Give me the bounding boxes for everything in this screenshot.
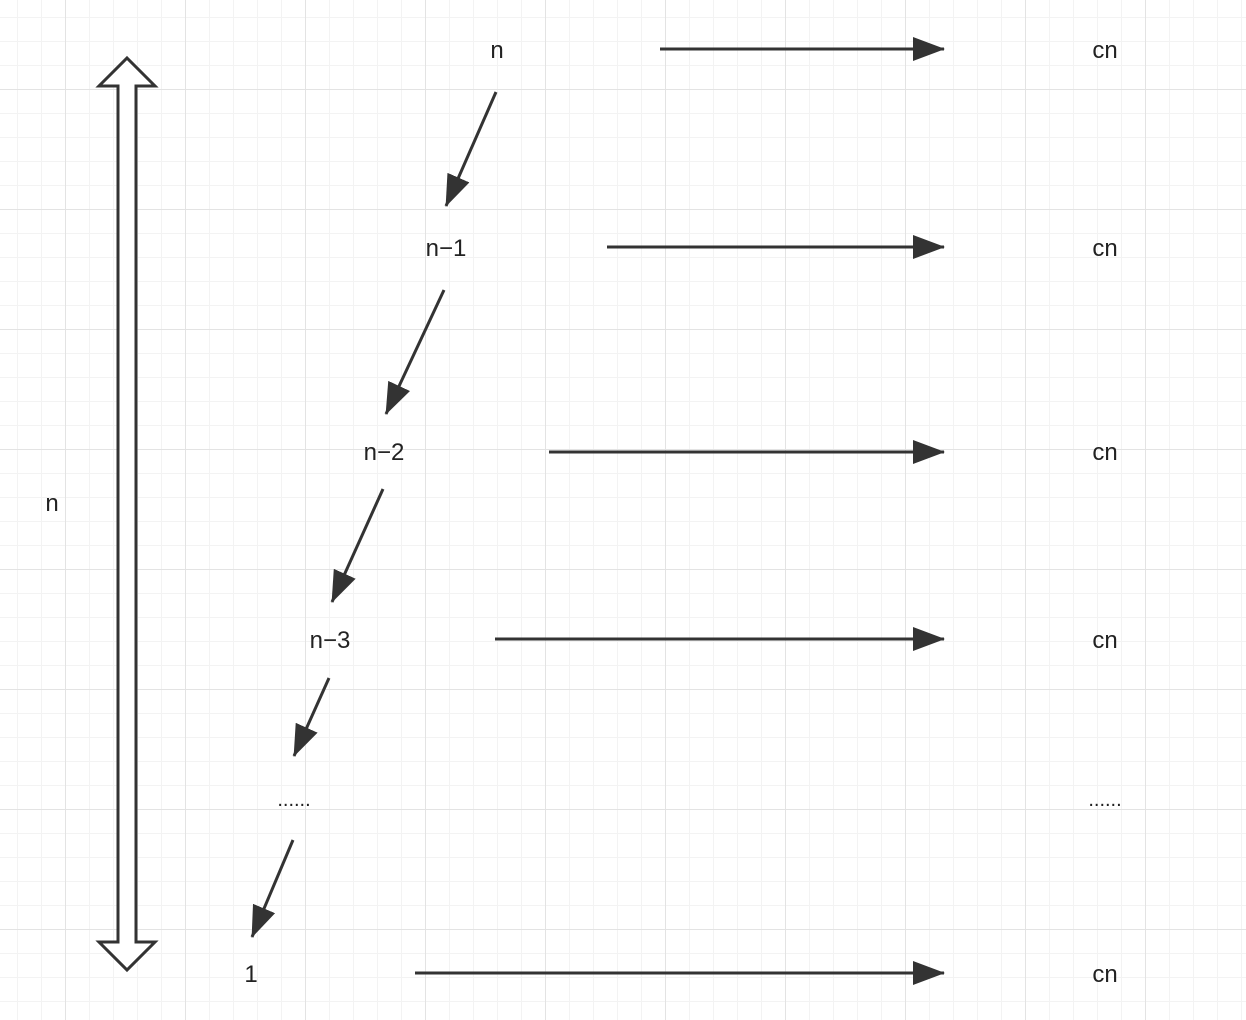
level-cost-2: cn	[1092, 439, 1118, 466]
level-cost-4: ......	[1088, 789, 1122, 811]
recursion-arrow-2	[330, 488, 385, 603]
level-size-1: n−1	[425, 235, 467, 262]
recursion-arrow-0	[444, 91, 498, 207]
level-cost-0: cn	[1092, 37, 1118, 64]
level-size-2: n−2	[363, 439, 405, 466]
level-size-3: n−3	[309, 627, 351, 654]
level-size-5: 1	[244, 961, 258, 988]
level-size-4: ......	[277, 789, 311, 811]
level-size-0: n	[490, 37, 504, 64]
double-arrow-n	[95, 55, 159, 973]
recursion-arrow-3	[292, 677, 331, 757]
level-cost-1: cn	[1092, 235, 1118, 262]
recursion-arrow-1	[384, 289, 446, 415]
level-cost-3: cn	[1092, 627, 1118, 654]
span-label: n	[45, 490, 59, 517]
level-cost-5: cn	[1092, 961, 1118, 988]
recursion-arrow-4	[250, 839, 295, 938]
